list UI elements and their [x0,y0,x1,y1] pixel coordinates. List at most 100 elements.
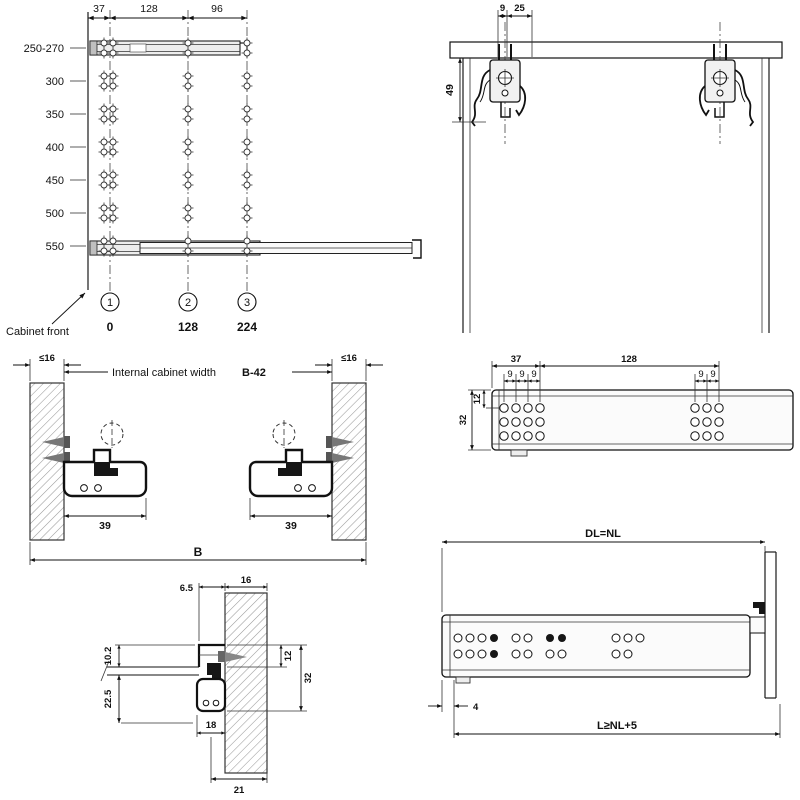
dim-128-label: 128 [140,3,158,15]
panel-cross-section: ≤16 ≤16 Internal cabinet width B-42 39 3… [13,353,383,565]
runner-profile-detail [195,643,247,713]
dim-32-label: 32 [303,673,314,684]
dim-16-label: 16 [241,575,252,586]
profile-foot [195,677,227,713]
dimension-6_5-16: 6.5 16 [180,575,268,641]
slide-side-view [441,614,766,684]
dim-dl-nl-label: DL=NL [585,528,621,540]
rail-holes-rear-group [690,403,724,441]
hole-pattern-row [98,136,253,158]
dim-21-label: 21 [234,785,245,796]
dim-9-label: 9 [531,369,536,380]
rear-bracket-right [698,21,754,145]
position-number-1: 1 [107,297,113,309]
dim-39-right-label: 39 [285,520,297,532]
dimension-49: 49 [444,58,486,123]
row-label-350: 350 [46,109,64,121]
dim-9-label: 9 [710,369,715,380]
slide-holes-row-bottom [453,649,633,659]
dim-9-label: 9 [698,369,703,380]
hole-pattern-row [98,202,253,224]
cabinet-front-label: Cabinet front [6,326,69,338]
row-label-500: 500 [46,208,64,220]
screw-thread [225,652,247,662]
panel-profile-detail: 6.5 16 10.2 22.5 12 32 18 21 [100,575,314,796]
dimension-4: 4 [428,680,479,738]
dim-12-label: 12 [472,394,483,405]
dim-b42-label: B-42 [242,367,266,379]
row-label-300: 300 [46,76,64,88]
position-markers: 1 2 3 0 128 224 [100,292,257,334]
position-value-2: 128 [178,320,198,334]
front-fixing-hook [753,602,765,614]
dim-10_2-label: 10.2 [103,647,114,666]
cabinet-side-panel [224,592,268,774]
dimension-39-right: 39 [249,498,332,532]
dim-96-label: 96 [211,3,223,15]
position-value-1: 0 [107,320,114,334]
dim-6_5-label: 6.5 [180,583,194,594]
dim-18-label: 18 [206,720,217,731]
position-number-2: 2 [185,297,191,309]
dimension-9-25: 9 25 [497,3,533,57]
dimension-21: 21 [210,737,268,796]
panel-rail-hole-pattern: 37 128 9 9 9 9 9 32 12 [458,354,794,457]
dim-4-label: 4 [473,702,479,713]
panel-drilling-pattern: 37 128 96 250-270 300 350 400 450 500 55… [6,3,422,338]
dim-37-label: 37 [93,3,105,15]
dim-22_5-label: 22.5 [103,689,114,708]
dim-39-left-label: 39 [99,520,111,532]
dimension-internal-width: Internal cabinet width B-42 [64,367,332,379]
dim-le16-right-label: ≤16 [341,353,357,364]
row-labels: 250-270 300 350 400 450 500 550 [24,43,86,253]
dimension-le16-right: ≤16 [315,353,383,381]
drawer-slide-bottom-extended [89,239,422,259]
dim-9-label: 9 [507,369,512,380]
row-label-450: 450 [46,175,64,187]
dimension-dl-nl: DL=NL [441,528,766,612]
dim-l-nl5-label: L≥NL+5 [597,720,637,732]
dimension-32-12: 32 12 [458,389,499,451]
screw-head [218,651,225,662]
dimension-l-nl5: L≥NL+5 [454,704,781,738]
hole-pattern-row [98,169,253,191]
cabinet-carcass [449,41,783,333]
dim-128-label: 128 [621,354,637,365]
dim-9-label: 9 [519,369,524,380]
dim-12-label: 12 [283,651,294,662]
hole-pattern-rows [98,37,253,257]
dimension-18: 18 [196,715,225,737]
drawer-slide-top [89,40,248,56]
dimension-10_2-22_5: 10.2 22.5 [103,644,195,724]
position-value-3: 224 [237,320,257,334]
cabinet-top-panel [449,41,783,59]
drawer-front-panel [753,551,777,699]
hole-pattern-row [98,70,253,92]
top-dimension-chain: 37 128 96 [87,3,247,21]
dimension-9-spacing-rear: 9 9 [694,369,719,402]
dimension-b: B [29,542,367,565]
dimension-12-32: 12 32 [227,644,314,712]
dimension-39-left: 39 [64,498,147,532]
dim-25-label: 25 [514,3,525,14]
cabinet-front-callout: Cabinet front [6,292,86,338]
hole-pattern-row [98,103,253,125]
row-label-550: 550 [46,241,64,253]
panel-slide-length-view: DL=NL 4 [428,528,781,738]
rear-bracket-left [471,21,527,145]
position-circle-2 [178,292,198,312]
position-circle-1 [100,292,120,312]
row-label-250-270: 250-270 [24,43,64,55]
slide-holes-row-top [453,633,645,643]
dimension-37-128: 37 128 [491,354,720,402]
rail-holes-front-group [499,403,545,441]
drawer-bottom-panel [100,660,199,682]
dim-49-label: 49 [444,84,456,96]
dim-9-label: 9 [500,3,505,14]
internal-width-label: Internal cabinet width [112,367,216,379]
position-number-3: 3 [244,297,250,309]
position-circle-3 [237,292,257,312]
panel-rear-mounting-view: 9 25 49 [444,3,783,333]
dimension-le16-left: ≤16 [13,353,81,381]
